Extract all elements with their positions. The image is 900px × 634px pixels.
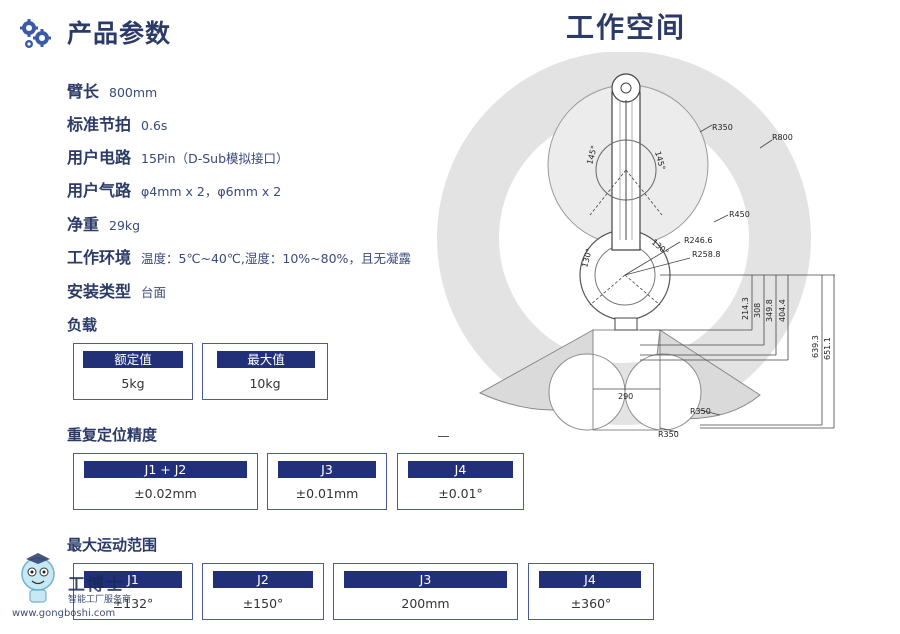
label-214: 214.3 <box>741 297 750 320</box>
card-header: J4 <box>408 461 513 478</box>
param-value: 台面 <box>141 285 167 300</box>
work-space-diagram: R350 R800 R450 R246.6 R258.8 R350 R350 2… <box>437 52 835 439</box>
label-651: 651.1 <box>823 337 832 360</box>
card-header: J4 <box>539 571 641 588</box>
card-header: 额定值 <box>83 351 183 368</box>
card-header: J1 + J2 <box>84 461 247 478</box>
arm-tip-hole <box>620 82 632 94</box>
param-user-circuit: 用户电路 15Pin（D-Sub模拟接口） <box>67 144 289 168</box>
card-value: ±0.02mm <box>134 486 197 501</box>
label-r350-right: R350 <box>690 407 711 416</box>
param-label: 安装类型 <box>67 282 132 301</box>
param-value: 温度：5℃~40℃,湿度：10%~80%，且无凝露 <box>141 251 411 266</box>
card-value: ±0.01° <box>438 486 483 501</box>
repeat-j3-card: J3 ±0.01mm <box>267 453 387 510</box>
range-j2-card: J2 ±150° <box>202 563 324 620</box>
card-header: J1 <box>84 571 182 588</box>
repeat-j4-card: J4 ±0.01° <box>397 453 524 510</box>
work-space-title: 工作空间 <box>566 11 687 44</box>
load-max-card: 最大值 10kg <box>202 343 328 400</box>
label-r350-top: R350 <box>712 123 733 132</box>
arm-tip <box>611 73 641 103</box>
card-value: ±360° <box>570 596 612 611</box>
watermark-subtitle: 智能工厂服务商 <box>68 595 132 605</box>
param-net-weight: 净重 29kg <box>67 211 140 235</box>
load-title: 负载 <box>67 316 98 334</box>
range-j3-card: J3 200mm <box>333 563 518 620</box>
param-install-type: 安装类型 台面 <box>67 278 166 302</box>
label-308: 308 <box>753 303 762 318</box>
param-value: 800mm <box>109 85 158 100</box>
section-title: 产品参数 <box>67 19 172 48</box>
param-cycle-time: 标准节拍 0.6s <box>67 111 167 135</box>
motion-range-title: 最大运动范围 <box>67 536 158 554</box>
label-r258: R258.8 <box>692 250 720 259</box>
base-connector <box>614 317 638 331</box>
param-label: 用户电路 <box>67 148 132 167</box>
label-639: 639.3 <box>811 335 820 358</box>
label-349: 349.8 <box>765 299 774 322</box>
divider-dash <box>438 436 449 437</box>
param-value: 15Pin（D-Sub模拟接口） <box>141 151 289 166</box>
card-value: 10kg <box>249 376 281 391</box>
watermark-url: www.gongboshi.com <box>12 608 116 619</box>
label-r350-left: R350 <box>658 430 679 439</box>
label-r450: R450 <box>729 210 750 219</box>
param-value: 29kg <box>109 218 141 233</box>
param-environment: 工作环境 温度：5℃~40℃,湿度：10%~80%，且无凝露 <box>67 244 411 268</box>
card-header: J2 <box>213 571 313 588</box>
label-r246: R246.6 <box>684 236 712 245</box>
card-value: 200mm <box>401 596 450 611</box>
param-label: 净重 <box>67 215 100 234</box>
range-j4-card: J4 ±360° <box>528 563 654 620</box>
card-header: 最大值 <box>217 351 315 368</box>
lower-left-circle <box>548 353 626 431</box>
param-label: 用户气路 <box>67 181 132 200</box>
lower-right-circle <box>624 353 702 431</box>
repeatability-title: 重复定位精度 <box>67 426 158 444</box>
label-404: 404.4 <box>778 299 787 322</box>
card-value: ±132° <box>112 596 154 611</box>
param-value: 0.6s <box>141 118 168 133</box>
label-290: 290 <box>618 392 633 401</box>
mascot-icon <box>21 553 55 603</box>
card-value: ±0.01mm <box>295 486 359 501</box>
repeat-j1j2-card: J1 + J2 ±0.02mm <box>73 453 258 510</box>
range-j1-card: J1 ±132° <box>73 563 193 620</box>
card-value: 5kg <box>121 376 145 391</box>
param-user-air: 用户气路 φ4mm x 2，φ6mm x 2 <box>67 177 281 201</box>
card-header: J3 <box>344 571 507 588</box>
gear-icon <box>20 19 51 48</box>
param-label: 标准节拍 <box>67 115 132 134</box>
param-value: φ4mm x 2，φ6mm x 2 <box>141 184 282 199</box>
param-arm-length: 臂长 800mm <box>67 78 157 102</box>
card-value: ±150° <box>242 596 284 611</box>
watermark-brand: 工博士 <box>68 575 125 595</box>
card-header: J3 <box>278 461 376 478</box>
param-label: 臂长 <box>67 82 100 101</box>
load-rated-card: 额定值 5kg <box>73 343 193 400</box>
param-label: 工作环境 <box>67 248 132 267</box>
watermark: 工博士 智能工厂服务商 www.gongboshi.com <box>8 550 198 630</box>
label-r800: R800 <box>772 133 793 142</box>
